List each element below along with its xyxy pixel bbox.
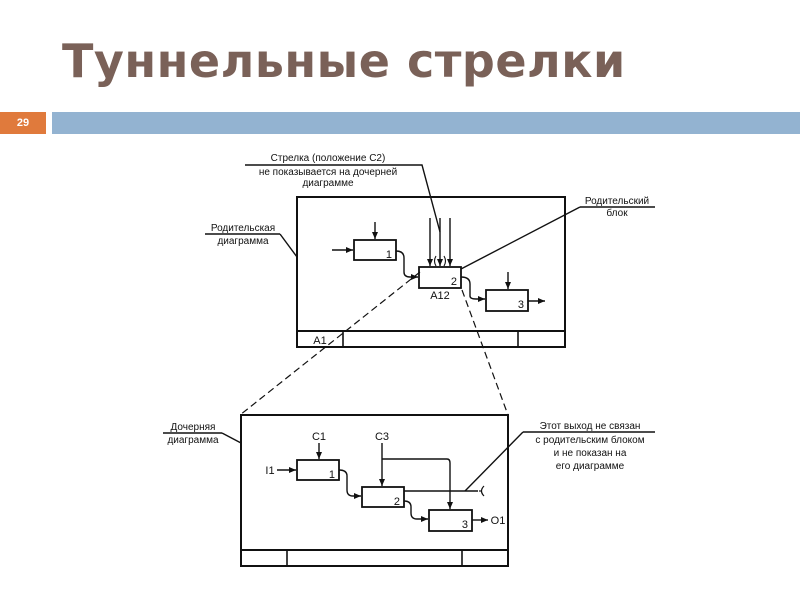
leader-line — [279, 233, 298, 258]
child-block-2 — [361, 486, 405, 508]
slide-title: Туннельные стрелки — [62, 34, 626, 88]
page-number-badge: 29 — [0, 112, 46, 134]
leader-line — [460, 206, 581, 270]
child-frame — [240, 414, 509, 567]
annotation-text: его диаграмме — [556, 461, 625, 472]
arrow-label: C1 — [312, 431, 326, 443]
node-label: A1 — [313, 335, 326, 347]
control-arrow-c3-branch — [382, 458, 453, 509]
annotation-text: Дочерняя — [171, 422, 216, 433]
leader-line — [464, 431, 524, 492]
flow-arrow — [460, 276, 485, 302]
flow-arrow — [395, 250, 418, 280]
block-number: 1 — [386, 249, 392, 261]
header-bar — [52, 112, 800, 134]
annotation-text: не показывается на дочерней — [259, 167, 397, 178]
block-number: 3 — [462, 519, 468, 531]
annotation-text: Стрелка (положение С2) — [271, 153, 386, 164]
annotation-text: блок — [606, 207, 628, 219]
annotation-text: и не показан на — [554, 448, 627, 459]
block-number: 3 — [518, 299, 524, 311]
leader-line — [221, 432, 242, 444]
annotation-text: диаграмме — [302, 178, 354, 189]
annotation-text: диаграмма — [217, 236, 269, 247]
annotation-arrow-c2 — [245, 164, 441, 233]
block-number: 1 — [329, 469, 335, 481]
arrow-label: C3 — [375, 431, 389, 443]
decomposition-line-right — [461, 289, 509, 416]
arrow-label: O1 — [491, 515, 506, 527]
annotation-text: Родительская — [211, 223, 275, 234]
flow-arrow — [403, 500, 428, 522]
parent-block-1 — [353, 239, 397, 261]
annotation-text: Родительский — [585, 196, 649, 207]
annotation-text: с родительским блоком — [535, 434, 644, 446]
leader-line — [410, 164, 441, 233]
annotation-text: диаграмма — [167, 435, 219, 446]
flow-arrow — [338, 469, 361, 499]
parent-frame — [296, 196, 566, 348]
block-number: 2 — [394, 496, 400, 508]
decomposition-line-left — [239, 271, 421, 416]
child-diagram — [163, 414, 655, 567]
tunnel-paren-left — [433, 255, 437, 267]
annotation-text: Этот выход не связан — [540, 421, 641, 432]
node-label: A12 — [430, 290, 450, 302]
tunnel-paren-right — [443, 255, 447, 267]
parent-diagram — [205, 196, 655, 348]
block-number: 2 — [451, 276, 457, 288]
arrow-label: I1 — [265, 465, 274, 477]
